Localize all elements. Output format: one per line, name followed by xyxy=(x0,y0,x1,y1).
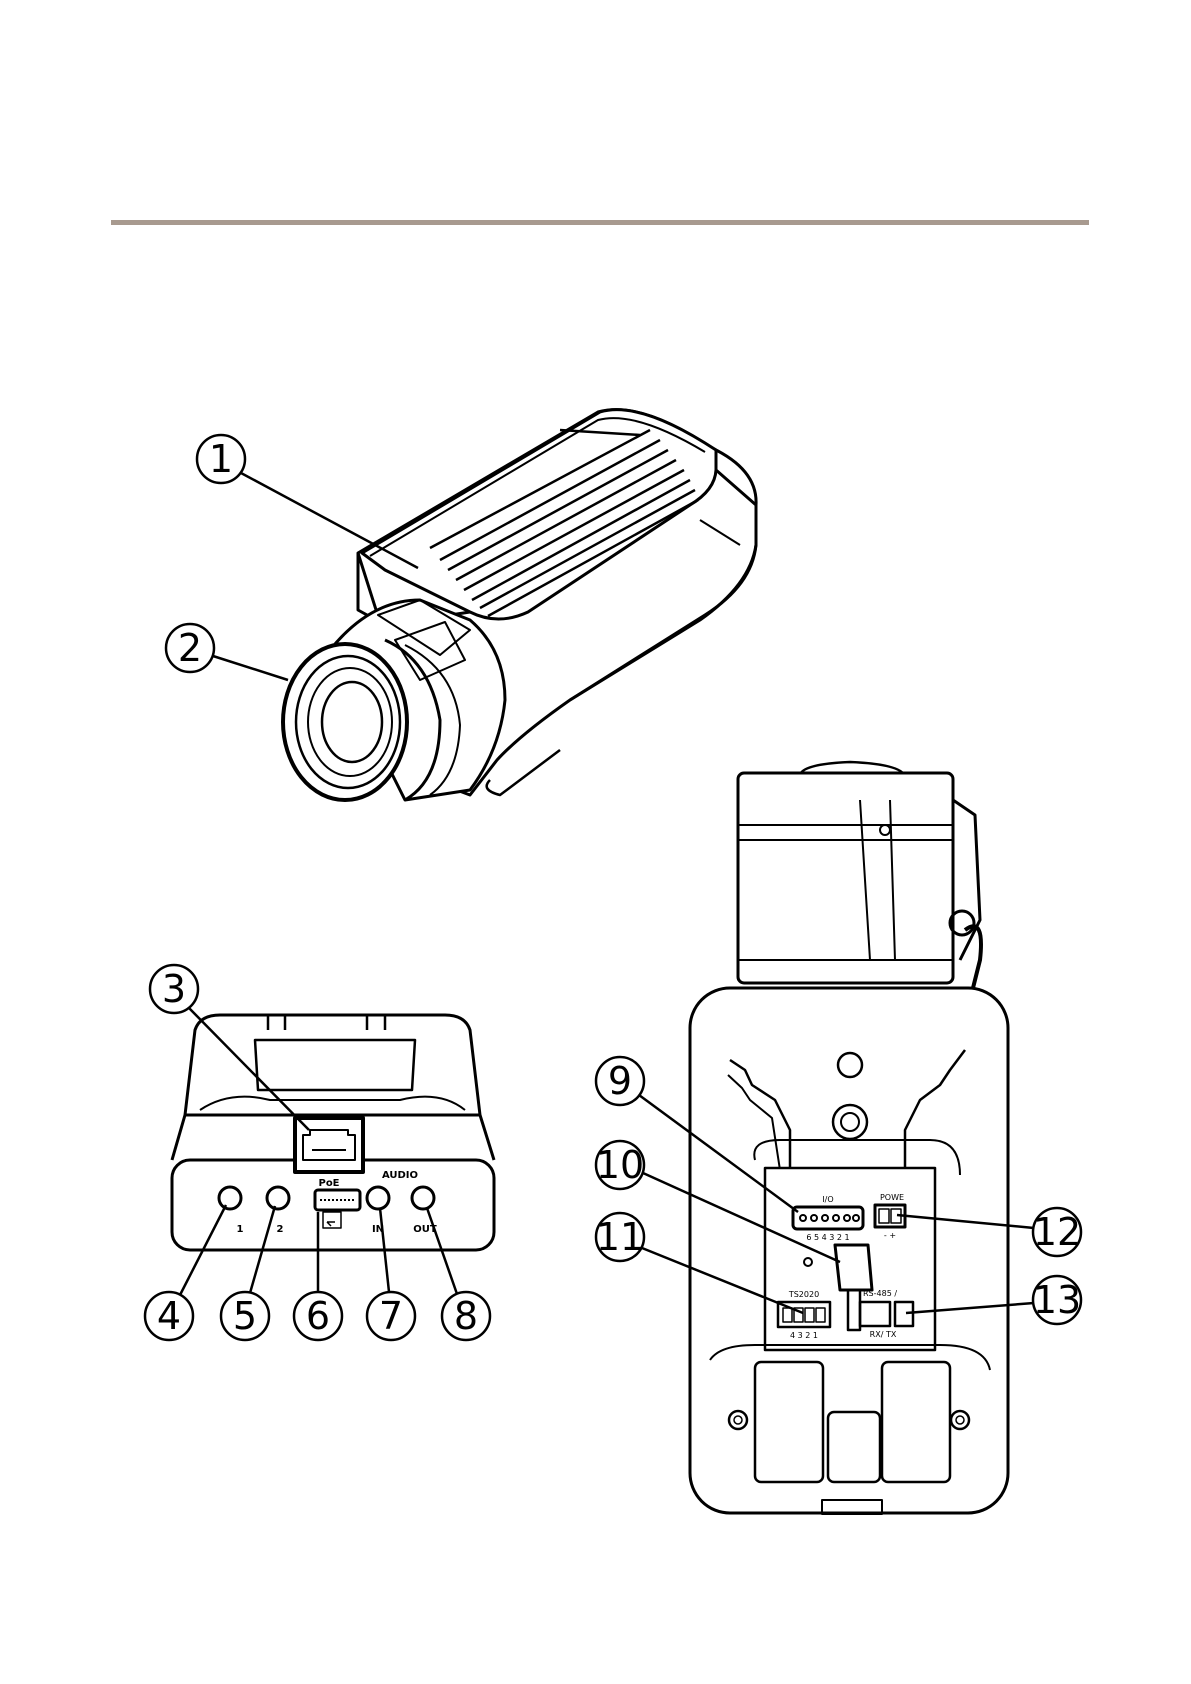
callout-2: 2 xyxy=(166,624,288,680)
svg-text:I/O: I/O xyxy=(822,1195,833,1204)
svg-text:8: 8 xyxy=(454,1294,478,1338)
svg-text:4 3 2 1: 4 3 2 1 xyxy=(790,1331,818,1340)
svg-text:6 5 4 3 2 1: 6 5 4 3 2 1 xyxy=(806,1233,849,1242)
svg-text:1: 1 xyxy=(209,437,233,481)
svg-text:12: 12 xyxy=(1033,1210,1081,1254)
svg-text:2: 2 xyxy=(178,626,202,670)
svg-text:PoE: PoE xyxy=(318,1178,339,1189)
svg-text:RS-485 /: RS-485 / xyxy=(863,1289,897,1298)
svg-text:4: 4 xyxy=(157,1294,181,1338)
svg-text:1: 1 xyxy=(237,1224,244,1235)
camera-back-view xyxy=(690,762,1008,1514)
svg-text:10: 10 xyxy=(596,1143,644,1187)
svg-text:2: 2 xyxy=(277,1224,284,1235)
svg-text:11: 11 xyxy=(596,1215,644,1259)
svg-text:9: 9 xyxy=(608,1059,632,1103)
svg-text:- +: - + xyxy=(884,1231,896,1240)
svg-text:POWE: POWE xyxy=(880,1193,904,1202)
svg-text:TS2020: TS2020 xyxy=(788,1290,819,1299)
svg-text:3: 3 xyxy=(162,967,186,1011)
camera-top-view xyxy=(283,410,756,800)
svg-text:RX/ TX: RX/ TX xyxy=(870,1330,897,1339)
svg-text:6: 6 xyxy=(306,1294,330,1338)
svg-text:AUDIO: AUDIO xyxy=(382,1170,418,1181)
svg-text:5: 5 xyxy=(233,1294,257,1338)
svg-text:13: 13 xyxy=(1033,1278,1081,1322)
svg-text:7: 7 xyxy=(379,1294,403,1338)
